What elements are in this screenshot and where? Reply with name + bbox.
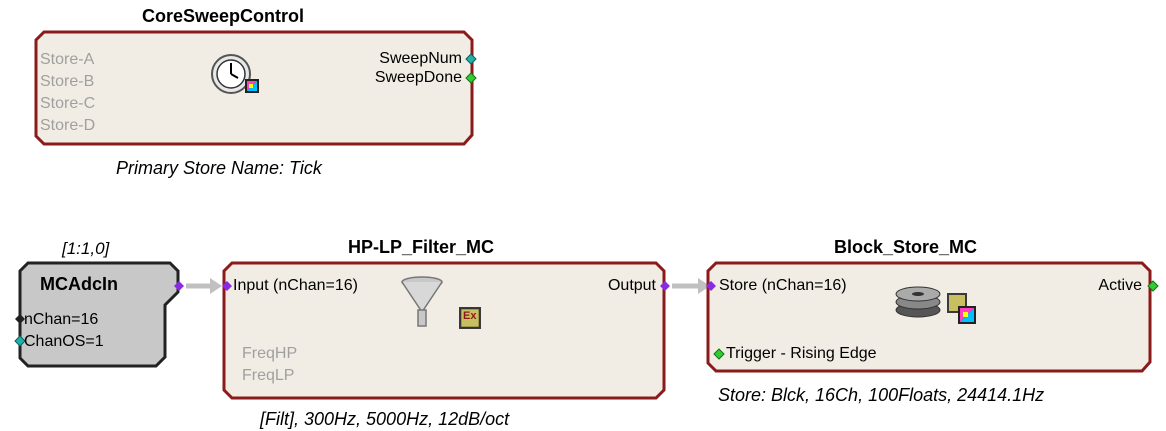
core-sweep-control-title: CoreSweepControl <box>142 6 305 26</box>
chanos-port[interactable] <box>14 335 26 347</box>
wire-adc-to-filter <box>186 278 222 294</box>
mcadcin-output-port[interactable] <box>174 281 184 291</box>
store-c-label: Store-C <box>40 95 96 112</box>
sweepnum-label: SweepNum <box>379 50 462 67</box>
color-palette-icon <box>245 79 259 93</box>
funnel-icon <box>401 276 443 327</box>
store-input-label: Store (nChan=16) <box>719 277 847 294</box>
active-output-port[interactable] <box>1147 280 1159 292</box>
disk-stack-icon <box>895 286 941 318</box>
mcadcin-block[interactable] <box>18 261 180 368</box>
mcadcin-address: [1:1,0] <box>62 239 110 258</box>
wire-filter-to-store <box>672 278 710 294</box>
sweepnum-port[interactable] <box>465 53 477 65</box>
hp-lp-filter-block[interactable] <box>222 261 666 400</box>
active-output-label: Active <box>1098 277 1142 294</box>
filter-input-label: Input (nChan=16) <box>233 277 358 294</box>
filter-output-port[interactable] <box>660 281 670 291</box>
nchan-port[interactable] <box>15 314 25 324</box>
ex-badge-icon <box>459 307 481 329</box>
ex-palette-badge-icon <box>947 293 976 324</box>
sweepdone-port[interactable] <box>465 72 477 84</box>
trigger-label: Trigger - Rising Edge <box>726 345 877 362</box>
core-sweep-control-caption: Primary Store Name: Tick <box>116 158 322 178</box>
freqhp-label: FreqHP <box>242 345 298 362</box>
sweepdone-label: SweepDone <box>374 69 462 86</box>
block-store-block[interactable] <box>706 261 1152 373</box>
trigger-port[interactable] <box>713 348 725 360</box>
clock-icon <box>211 54 251 94</box>
store-a-label: Store-A <box>40 51 95 68</box>
store-b-label: Store-B <box>40 73 95 90</box>
filter-caption: [Filt], 300Hz, 5000Hz, 12dB/oct <box>260 409 510 429</box>
mcadcin-title: MCAdcIn <box>40 274 118 294</box>
filter-output-label: Output <box>607 277 656 294</box>
block-store-title: Block_Store_MC <box>834 237 978 257</box>
freqlp-label: FreqLP <box>242 367 295 384</box>
store-input-port[interactable] <box>706 281 716 291</box>
store-d-label: Store-D <box>40 117 96 134</box>
nchan-label: nChan=16 <box>24 311 99 328</box>
ex-badge-label: Ex <box>463 310 477 322</box>
block-store-caption: Store: Blck, 16Ch, 100Floats, 24414.1Hz <box>718 385 1045 405</box>
filter-input-port[interactable] <box>222 281 232 291</box>
chanos-label: ChanOS=1 <box>24 333 104 350</box>
filter-title: HP-LP_Filter_MC <box>348 237 495 257</box>
